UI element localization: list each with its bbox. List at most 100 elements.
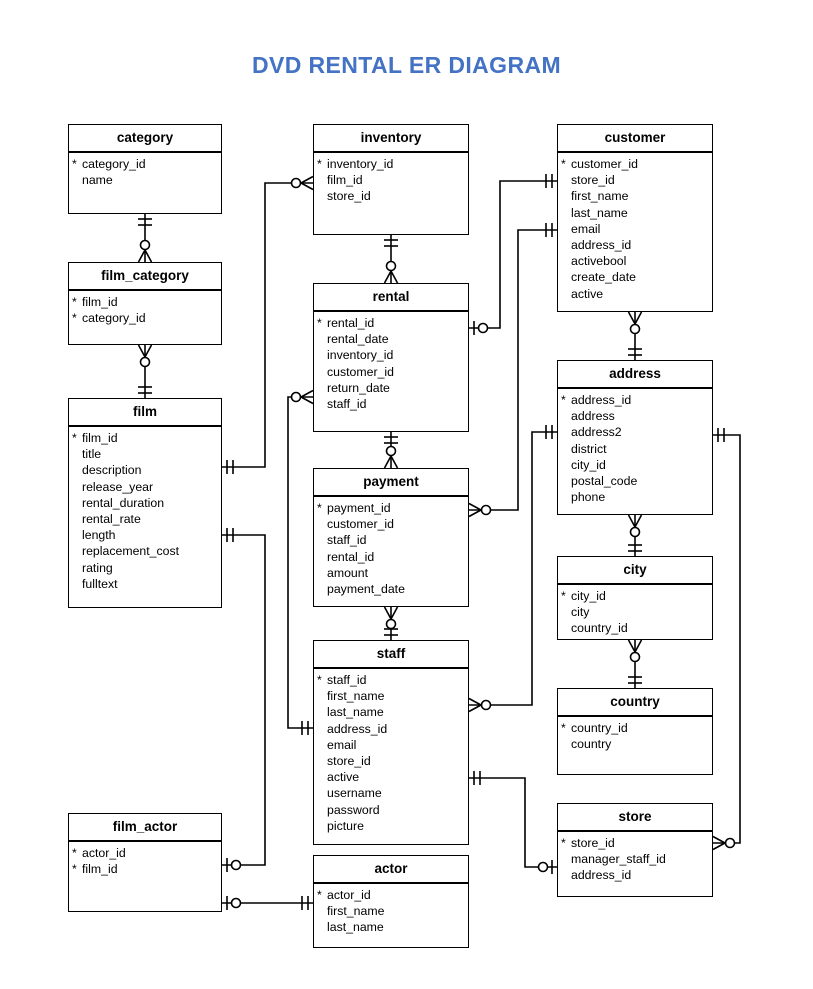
field-label: address_id xyxy=(571,237,632,252)
primary-key-marker xyxy=(314,396,327,412)
primary-key-marker: * xyxy=(561,157,566,171)
field-postal_code: postal_code xyxy=(558,473,712,489)
field-label: active xyxy=(571,286,604,301)
field-rental_date: rental_date xyxy=(314,331,468,347)
field-city: city xyxy=(558,604,712,620)
field-store_id: store_id xyxy=(314,753,468,769)
entity-title: staff xyxy=(314,641,468,669)
field-description: description xyxy=(69,462,221,478)
primary-key-marker: * xyxy=(561,721,566,735)
field-label: staff_id xyxy=(327,396,367,411)
field-label: film_id xyxy=(82,862,118,877)
primary-key-marker xyxy=(558,736,571,752)
field-category_id: *category_id xyxy=(69,156,221,172)
field-customer_id: customer_id xyxy=(314,364,468,380)
field-label: address_id xyxy=(571,868,632,883)
field-category_id: *category_id xyxy=(69,310,221,326)
primary-key-marker xyxy=(314,704,327,720)
field-label: last_name xyxy=(327,920,384,935)
primary-key-marker xyxy=(314,380,327,396)
field-label: last_name xyxy=(571,205,628,220)
field-label: replacement_cost xyxy=(82,544,180,559)
field-address_id: address_id xyxy=(558,237,712,253)
entity-title: film xyxy=(69,399,221,427)
field-staff_id: staff_id xyxy=(314,532,468,548)
primary-key-marker: * xyxy=(72,431,77,445)
field-city_id: *city_id xyxy=(558,588,712,604)
entity-film_category[interactable]: film_category*film_id*category_id xyxy=(68,262,222,345)
field-email: email xyxy=(314,737,468,753)
field-label: phone xyxy=(571,490,606,505)
primary-key-marker xyxy=(558,620,571,636)
primary-key-marker xyxy=(558,221,571,237)
field-last_name: last_name xyxy=(314,919,468,935)
field-label: store_id xyxy=(571,173,615,188)
field-label: country_id xyxy=(571,721,628,735)
primary-key-marker xyxy=(314,188,327,204)
field-label: last_name xyxy=(327,705,384,720)
field-label: film_id xyxy=(82,295,118,309)
field-label: country xyxy=(571,737,612,752)
field-active: active xyxy=(558,286,712,302)
field-address_id: address_id xyxy=(558,867,712,883)
primary-key-marker: * xyxy=(317,157,322,171)
entity-title: inventory xyxy=(314,125,468,153)
field-label: return_date xyxy=(327,380,390,395)
field-label: store_id xyxy=(571,836,615,850)
primary-key-marker xyxy=(314,581,327,597)
field-first_name: first_name xyxy=(558,188,712,204)
primary-key-marker: * xyxy=(561,836,566,850)
primary-key-marker xyxy=(558,188,571,204)
primary-key-marker xyxy=(314,347,327,363)
field-replacement_cost: replacement_cost xyxy=(69,543,221,559)
field-phone: phone xyxy=(558,489,712,505)
primary-key-marker xyxy=(314,802,327,818)
field-store_id: store_id xyxy=(314,188,468,204)
field-city_id: city_id xyxy=(558,457,712,473)
primary-key-marker xyxy=(69,172,82,188)
entity-title: rental xyxy=(314,284,468,312)
field-rating: rating xyxy=(69,560,221,576)
primary-key-marker xyxy=(558,604,571,620)
field-label: address xyxy=(571,409,615,424)
field-label: payment_date xyxy=(327,581,405,596)
field-label: inventory_id xyxy=(327,348,394,363)
field-payment_date: payment_date xyxy=(314,581,468,597)
entity-title: payment xyxy=(314,469,468,497)
primary-key-marker xyxy=(314,737,327,753)
primary-key-marker: * xyxy=(317,501,322,515)
field-label: rental_date xyxy=(327,332,389,347)
field-country_id: country_id xyxy=(558,620,712,636)
field-label: name xyxy=(82,173,113,188)
primary-key-marker: * xyxy=(561,589,566,603)
field-store_id: store_id xyxy=(558,172,712,188)
field-staff_id: staff_id xyxy=(314,396,468,412)
primary-key-marker xyxy=(69,560,82,576)
entity-title: film_category xyxy=(69,263,221,291)
field-label: film_id xyxy=(82,431,118,445)
field-first_name: first_name xyxy=(314,903,468,919)
field-label: actor_id xyxy=(327,888,371,902)
field-address_id: *address_id xyxy=(558,392,712,408)
field-district: district xyxy=(558,441,712,457)
field-label: release_year xyxy=(82,479,154,494)
field-address_id: address_id xyxy=(314,721,468,737)
primary-key-marker xyxy=(558,286,571,302)
entity-film_actor[interactable]: film_actor*actor_id*film_id xyxy=(68,813,222,912)
field-label: rental_rate xyxy=(82,511,141,526)
field-fulltext: fulltext xyxy=(69,576,221,592)
primary-key-marker xyxy=(558,408,571,424)
primary-key-marker xyxy=(314,753,327,769)
